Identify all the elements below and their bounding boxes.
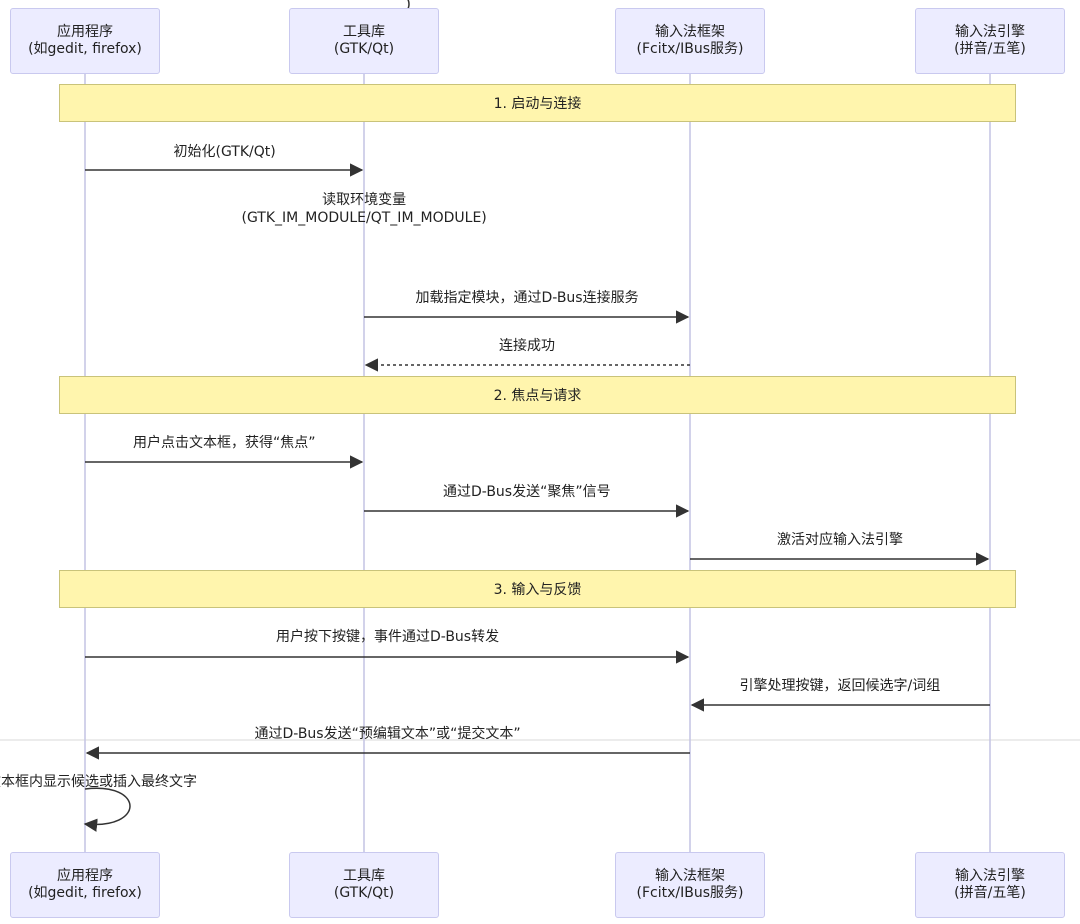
message-label-6: 激活对应输入法引擎: [777, 532, 903, 548]
participant-name: 应用程序: [57, 868, 113, 884]
participant-top-1: 工具库(GTK/Qt): [289, 8, 439, 74]
self-message-arrow-10: [83, 787, 131, 832]
message-label-9: 通过D-Bus发送“预编辑文本”或“提交文本”: [254, 726, 521, 742]
participant-subtitle: (如gedit, firefox): [28, 885, 142, 901]
message-label-7: 用户按下按键，事件通过D-Bus转发: [276, 629, 500, 645]
message-label-4: 用户点击文本框，获得“焦点”: [133, 435, 316, 451]
participant-top-3: 输入法引擎(拼音/五笔): [915, 8, 1065, 74]
participant-name: 工具库: [343, 24, 385, 40]
participant-name: 输入法框架: [655, 24, 725, 40]
message-label-5: 通过D-Bus发送“聚焦”信号: [443, 484, 611, 500]
message-text-line2: (GTK_IM_MODULE/QT_IM_MODULE): [241, 210, 487, 226]
participant-subtitle: (拼音/五笔): [954, 41, 1026, 57]
self-message-label-1: 读取环境变量 (GTK_IM_MODULE/QT_IM_MODULE): [242, 191, 487, 227]
participant-subtitle: (拼音/五笔): [954, 885, 1026, 901]
participant-subtitle: (Fcitx/IBus服务): [636, 885, 744, 901]
participant-subtitle: (GTK/Qt): [333, 41, 395, 57]
message-label-8: 引擎处理按键，返回候选字/词组: [739, 678, 941, 694]
section-band-2: 2. 焦点与请求: [59, 376, 1016, 414]
participant-name: 输入法框架: [655, 868, 725, 884]
self-message-label-10: 在文本框内显示候选或插入最终文字: [0, 773, 197, 791]
participant-name: 工具库: [343, 868, 385, 884]
message-label-3: 连接成功: [499, 338, 555, 354]
participant-top-2: 输入法框架(Fcitx/IBus服务): [615, 8, 765, 74]
participant-name: 输入法引擎: [955, 868, 1025, 884]
participant-bottom-1: 工具库(GTK/Qt): [289, 852, 439, 918]
participant-bottom-2: 输入法框架(Fcitx/IBus服务): [615, 852, 765, 918]
message-label-2: 加载指定模块，通过D-Bus连接服务: [415, 290, 639, 306]
participant-top-0: 应用程序(如gedit, firefox): [10, 8, 160, 74]
participant-subtitle: (如gedit, firefox): [28, 41, 142, 57]
participant-subtitle: (Fcitx/IBus服务): [636, 41, 744, 57]
participant-bottom-3: 输入法引擎(拼音/五笔): [915, 852, 1065, 918]
participant-bottom-0: 应用程序(如gedit, firefox): [10, 852, 160, 918]
message-label-0: 初始化(GTK/Qt): [173, 144, 276, 160]
participant-name: 应用程序: [57, 24, 113, 40]
section-band-1: 1. 启动与连接: [59, 84, 1016, 122]
section-band-3: 3. 输入与反馈: [59, 570, 1016, 608]
participant-subtitle: (GTK/Qt): [333, 885, 395, 901]
message-text: 在文本框内显示候选或插入最终文字: [0, 774, 197, 790]
message-text: 读取环境变量: [322, 192, 407, 208]
participant-name: 输入法引擎: [955, 24, 1025, 40]
